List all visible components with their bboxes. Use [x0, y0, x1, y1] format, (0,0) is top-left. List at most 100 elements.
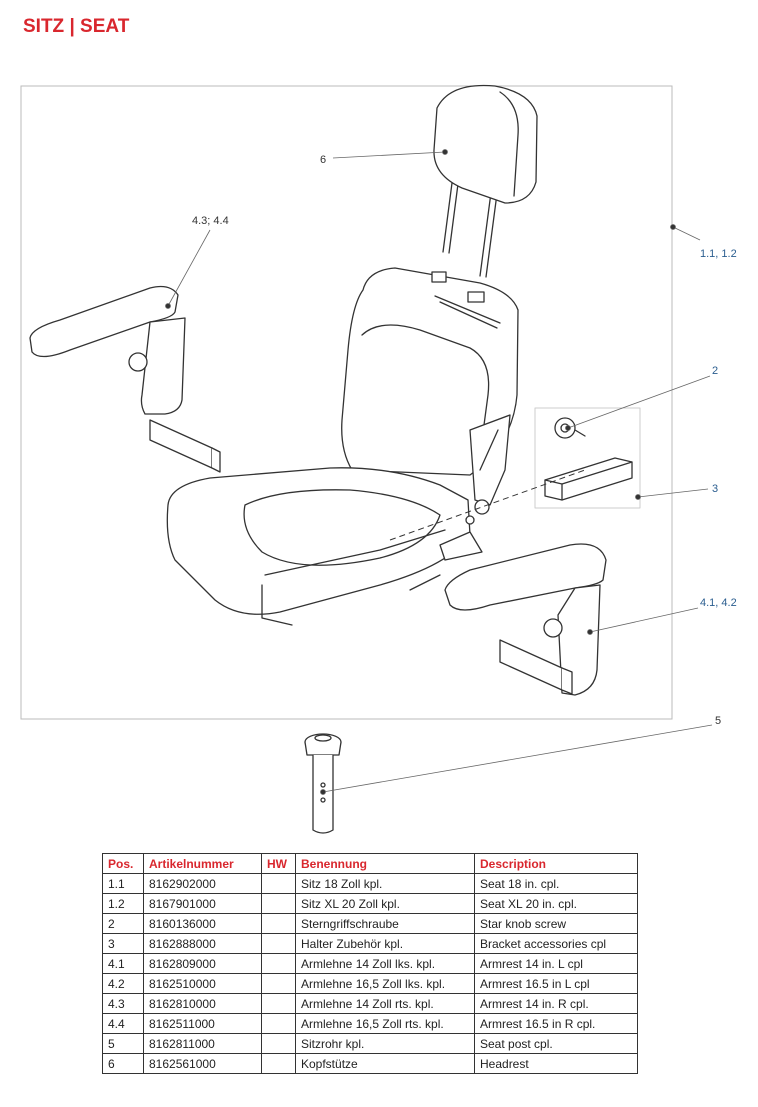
cell-pos: 2	[102, 913, 144, 934]
bracket-accessories	[544, 457, 633, 501]
leader-headrest	[332, 151, 446, 159]
cell-name-de: Sitz 18 Zoll kpl.	[295, 873, 475, 894]
cell-pos: 6	[102, 1053, 144, 1074]
cell-article: 8160136000	[143, 913, 262, 934]
leader-seat	[672, 226, 701, 241]
cell-pos: 5	[102, 1033, 144, 1054]
cell-article: 8167901000	[143, 893, 262, 914]
leader-bracket	[637, 488, 709, 498]
leader-dot-bracket	[635, 494, 641, 500]
col-header-description: Description	[474, 853, 638, 874]
cell-hw	[261, 1033, 296, 1054]
callout-armrest-left: 4.1, 4.2	[700, 597, 737, 609]
cell-description: Bracket accessories cpl	[474, 933, 638, 954]
cell-article: 8162810000	[143, 993, 262, 1014]
cell-hw	[261, 893, 296, 914]
cell-pos: 3	[102, 933, 144, 954]
table-row: 1.1 8162902000 Sitz 18 Zoll kpl. Seat 18…	[102, 873, 638, 894]
table-row: 6 8162561000 Kopfstütze Headrest	[102, 1053, 638, 1074]
col-header-pos: Pos.	[102, 853, 144, 874]
cell-name-de: Sterngriffschraube	[295, 913, 475, 934]
cell-hw	[261, 953, 296, 974]
cell-description: Star knob screw	[474, 913, 638, 934]
table-row: 1.2 8167901000 Sitz XL 20 Zoll kpl. Seat…	[102, 893, 638, 914]
headrest	[433, 84, 538, 278]
cell-article: 8162510000	[143, 973, 262, 994]
assembly-axis	[389, 469, 586, 541]
cell-hw	[261, 1053, 296, 1074]
callout-armrest-right: 4.3; 4.4	[192, 215, 229, 227]
cell-hw	[261, 913, 296, 934]
cell-name-de: Sitz XL 20 Zoll kpl.	[295, 893, 475, 914]
cell-name-de: Halter Zubehör kpl.	[295, 933, 475, 954]
cell-pos: 4.3	[102, 993, 144, 1014]
cell-pos: 4.4	[102, 1013, 144, 1034]
cell-description: Seat XL 20 in. cpl.	[474, 893, 638, 914]
cell-description: Armrest 16.5 in R cpl.	[474, 1013, 638, 1034]
col-header-hw: HW	[261, 853, 296, 874]
table-row: 4.4 8162511000 Armlehne 16,5 Zoll rts. k…	[102, 1013, 638, 1034]
callout-headrest: 6	[320, 154, 326, 166]
cell-hw	[261, 993, 296, 1014]
armrest-upper-left	[29, 285, 221, 473]
callout-star-knob: 2	[712, 365, 718, 377]
cell-article: 8162809000	[143, 953, 262, 974]
cell-pos: 1.1	[102, 873, 144, 894]
cell-pos: 4.2	[102, 973, 144, 994]
leader-dot-seat-post	[320, 789, 326, 795]
armrest-lower-right	[444, 543, 607, 696]
leader-dot-headrest	[442, 149, 448, 155]
cell-article: 8162561000	[143, 1053, 262, 1074]
seat-hinge	[409, 414, 511, 591]
callout-seat: 1.1, 1.2	[700, 248, 737, 260]
parts-table: Pos. Artikelnummer HW Benennung Descript…	[102, 853, 638, 1074]
leader-armrest-left	[589, 607, 699, 633]
seat-cushion	[166, 467, 471, 626]
table-header-row: Pos. Artikelnummer HW Benennung Descript…	[102, 853, 638, 874]
cell-pos: 4.1	[102, 953, 144, 974]
cell-hw	[261, 973, 296, 994]
cell-hw	[261, 873, 296, 894]
cell-description: Armrest 14 in. R cpl.	[474, 993, 638, 1014]
leader-seat-post	[322, 724, 713, 793]
cell-article: 8162811000	[143, 1033, 262, 1054]
table-row: 2 8160136000 Sterngriffschraube Star kno…	[102, 913, 638, 934]
cell-article: 8162511000	[143, 1013, 262, 1034]
exploded-seat-diagram: 6 4.3; 4.4 1.1, 1.2 2 3 4.1, 4.2 5	[20, 84, 737, 834]
cell-name-de: Armlehne 14 Zoll lks. kpl.	[295, 953, 475, 974]
cell-hw	[261, 1013, 296, 1034]
table-row: 4.1 8162809000 Armlehne 14 Zoll lks. kpl…	[102, 953, 638, 974]
cell-name-de: Armlehne 16,5 Zoll lks. kpl.	[295, 973, 475, 994]
cell-hw	[261, 933, 296, 954]
leader-armrest-right	[167, 229, 211, 307]
callout-seat-post: 5	[715, 715, 721, 727]
cell-description: Armrest 16.5 in L cpl	[474, 973, 638, 994]
cell-name-de: Armlehne 16,5 Zoll rts. kpl.	[295, 1013, 475, 1034]
col-header-name-de: Benennung	[295, 853, 475, 874]
cell-article: 8162902000	[143, 873, 262, 894]
col-header-article: Artikelnummer	[143, 853, 262, 874]
cell-description: Seat post cpl.	[474, 1033, 638, 1054]
table-row: 3 8162888000 Halter Zubehör kpl. Bracket…	[102, 933, 638, 954]
cell-name-de: Kopfstütze	[295, 1053, 475, 1074]
leader-dot-star-knob	[565, 425, 571, 431]
cell-description: Seat 18 in. cpl.	[474, 873, 638, 894]
table-row: 4.3 8162810000 Armlehne 14 Zoll rts. kpl…	[102, 993, 638, 1014]
leader-dot-armrest-right	[165, 303, 171, 309]
table-row: 5 8162811000 Sitzrohr kpl. Seat post cpl…	[102, 1033, 638, 1054]
backrest	[341, 267, 519, 476]
page-title: SITZ | SEAT	[23, 16, 130, 37]
cell-description: Armrest 14 in. L cpl	[474, 953, 638, 974]
cell-name-de: Sitzrohr kpl.	[295, 1033, 475, 1054]
cell-description: Headrest	[474, 1053, 638, 1074]
cell-pos: 1.2	[102, 893, 144, 914]
table-row: 4.2 8162510000 Armlehne 16,5 Zoll lks. k…	[102, 973, 638, 994]
leader-star-knob	[567, 375, 711, 429]
callout-bracket: 3	[712, 483, 718, 495]
diagram-frame	[20, 85, 673, 720]
seat-post	[304, 733, 342, 834]
leader-dot-armrest-left	[587, 629, 593, 635]
leader-dot-seat	[670, 224, 676, 230]
cell-name-de: Armlehne 14 Zoll rts. kpl.	[295, 993, 475, 1014]
cell-article: 8162888000	[143, 933, 262, 954]
